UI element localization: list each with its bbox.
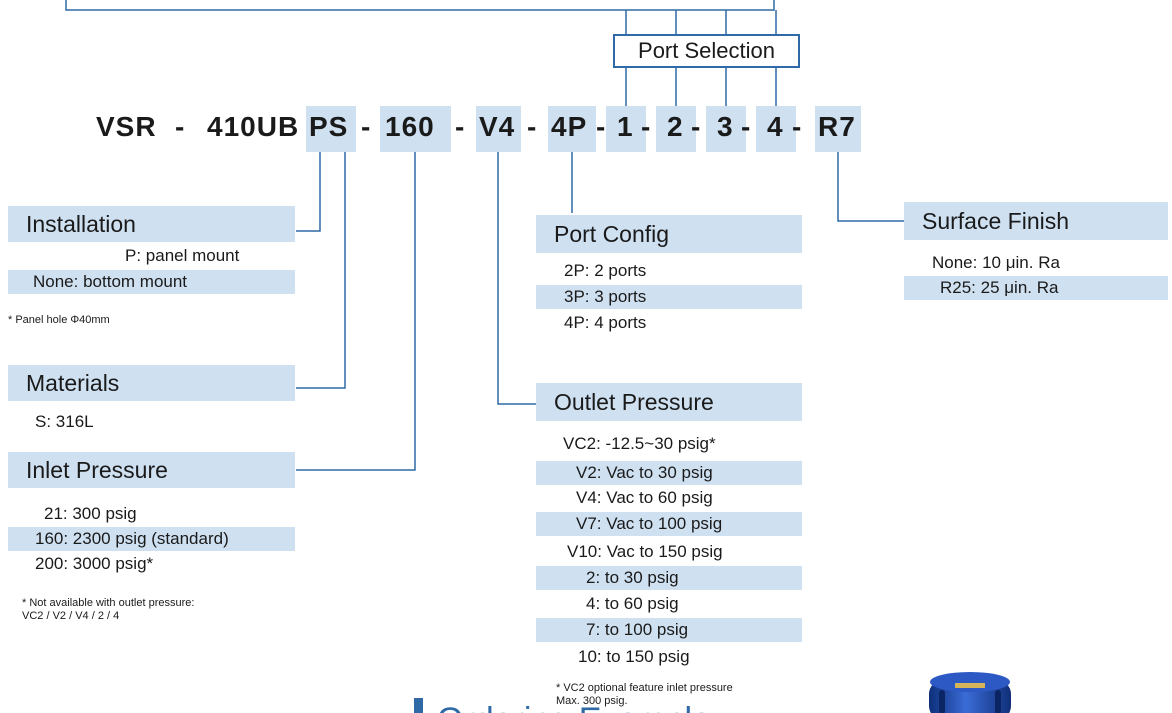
outlet-pressure-option: VC2: -12.5~30 psig* (563, 434, 716, 453)
code-segment-outlet: V4 (479, 111, 516, 142)
code-segment-model: 410UB (207, 111, 300, 142)
code-highlight-port3 (706, 106, 746, 152)
outlet-pressure-option: 10: to 150 psig (578, 647, 690, 666)
outlet-pressure-option: V4: Vac to 60 psig (576, 488, 713, 507)
surface-finish-connector (837, 152, 904, 222)
code-dash: - (641, 111, 652, 142)
surface-finish-option: R25: 25 μin. Ra (904, 276, 1168, 300)
code-dash: - (792, 111, 803, 142)
port-config-title: Port Config (536, 215, 802, 253)
inlet-pressure-title: Inlet Pressure (8, 452, 295, 488)
code-segment-ps: PS (309, 111, 349, 142)
code-dash: - (361, 111, 372, 142)
surface-finish-option: None: 10 μin. Ra (932, 253, 1060, 272)
code-segment-ports: 4P (551, 111, 588, 142)
surface-finish-title: Surface Finish (904, 202, 1168, 240)
code-highlight-port4 (756, 106, 796, 152)
code-segment-port3: 3 (717, 111, 734, 142)
code-segment-inlet: 160 (385, 111, 435, 142)
code-dash: - (527, 111, 538, 142)
heading-accent-bar (414, 698, 423, 713)
code-dash: - (455, 111, 466, 142)
port-config-option: 4P: 4 ports (564, 313, 647, 332)
inlet-pressure-option: 21: 300 psig (44, 504, 137, 523)
port-selection-box: Port Selection (613, 34, 800, 68)
code-segment-port1: 1 (617, 111, 634, 142)
installation-connector (296, 152, 321, 232)
port-config-option: 3P: 3 ports (536, 285, 802, 309)
port-selection-bottom-lines (625, 68, 777, 106)
outlet-pressure-note: * VC2 optional feature inlet pressure Ma… (556, 682, 733, 707)
outlet-pressure-connector (497, 152, 536, 405)
outlet-pressure-option: V10: Vac to 150 psig (567, 542, 723, 561)
footer-heading: Ordering Example (437, 699, 711, 713)
code-dash: - (741, 111, 752, 142)
code-segment-port2: 2 (667, 111, 684, 142)
code-highlight-160 (380, 106, 451, 152)
installation-option: P: panel mount (125, 246, 240, 265)
outlet-pressure-title: Outlet Pressure (536, 383, 802, 421)
code-dash: - (691, 111, 702, 142)
installation-title: Installation (8, 206, 295, 242)
inlet-pressure-note: * Not available with outlet pressure: VC… (22, 597, 195, 622)
regulator-knob-image (929, 672, 1011, 713)
outlet-pressure-option: 4: to 60 psig (586, 594, 679, 613)
materials-option: S: 316L (35, 412, 94, 431)
outlet-pressure-option: V7: Vac to 100 psig (536, 512, 802, 536)
port-selection-top-lines (625, 10, 777, 36)
materials-connector (296, 152, 346, 389)
code-highlight-port1 (606, 106, 646, 152)
code-highlight-ps (306, 106, 356, 152)
inlet-pressure-option: 200: 3000 psig* (35, 554, 154, 573)
outlet-pressure-option: 7: to 100 psig (536, 618, 802, 642)
materials-title: Materials (8, 365, 295, 401)
port-config-option: 2P: 2 ports (564, 261, 647, 280)
code-dash: - (175, 111, 186, 142)
code-segment-finish: R7 (818, 111, 856, 142)
top-frame-line (65, 0, 775, 11)
code-highlight-port2 (656, 106, 696, 152)
outlet-pressure-option: V2: Vac to 30 psig (536, 461, 802, 485)
footer-heading-clip: Ordering Example (437, 699, 711, 713)
code-highlight-v4 (476, 106, 521, 152)
inlet-pressure-option: 160: 2300 psig (standard) (8, 527, 295, 551)
code-segment-port4: 4 (767, 111, 784, 142)
code-highlight-4p (548, 106, 596, 152)
code-segment-vsr: VSR (96, 111, 157, 142)
port-selection-label: Port Selection (638, 38, 775, 63)
installation-option: None: bottom mount (8, 270, 295, 294)
outlet-pressure-option: 2: to 30 psig (536, 566, 802, 590)
installation-note: * Panel hole Φ40mm (8, 314, 110, 326)
code-highlight-r7 (815, 106, 861, 152)
inlet-pressure-connector (296, 152, 416, 471)
code-dash: - (596, 111, 607, 142)
